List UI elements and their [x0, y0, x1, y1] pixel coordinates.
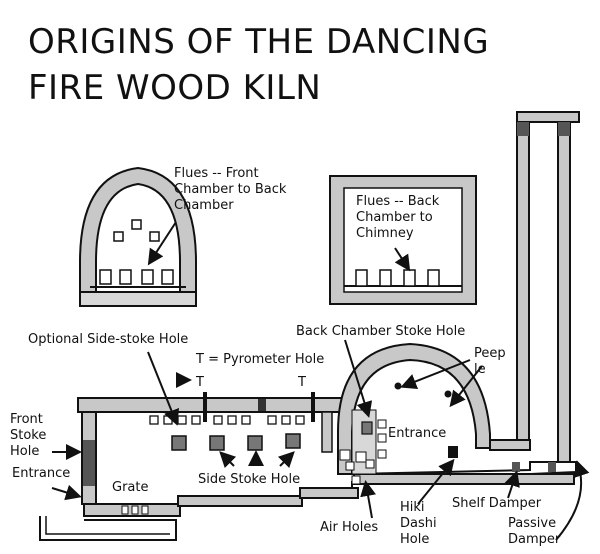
side-stoke-hole-1	[209, 435, 225, 451]
label-flues-back: Flues -- Back Chamber to Chimney	[356, 194, 440, 241]
peep-hole-1	[394, 382, 402, 390]
label-optional-side-stoke: Optional Side-stoke Hole	[28, 332, 189, 347]
back-chamber-section	[329, 175, 477, 305]
label-hiki-dashi: Hiki Dashi Hole	[400, 500, 437, 547]
label-entrance-right: Entrance	[388, 426, 447, 441]
chimney	[516, 111, 580, 463]
side-stoke-hole-2	[247, 435, 263, 451]
hiki-dashi-hole	[448, 446, 458, 458]
side-stoke-hole-3	[285, 433, 301, 449]
title-line-1: ORIGINS OF THE DANCING	[28, 22, 490, 62]
peep-hole-2	[444, 390, 452, 398]
t-mark-1: T	[195, 375, 204, 390]
label-grate: Grate	[112, 480, 149, 495]
back-chamber-stoke-hole	[361, 421, 373, 435]
label-passive-damper: Passive Damper	[508, 516, 561, 547]
label-air-holes: Air Holes	[320, 520, 379, 535]
label-front-stoke: Front Stoke Hole	[10, 412, 47, 459]
label-entrance-left: Entrance	[12, 466, 71, 481]
optional-side-stoke-hole	[171, 435, 187, 451]
kiln-long-section	[39, 342, 577, 541]
callout-arrows	[51, 221, 590, 541]
t-mark-2: T	[297, 375, 306, 390]
title-line-2: FIRE WOOD KILN	[28, 68, 322, 108]
pyrometer-hole-1	[203, 392, 207, 422]
label-back-chamber-stoke: Back Chamber Stoke Hole	[296, 324, 466, 339]
label-shelf-damper: Shelf Damper	[452, 496, 542, 511]
label-peep: Peep le	[474, 346, 506, 377]
label-flues-front: Flues -- Front Chamber to Back Chamber	[174, 166, 287, 213]
label-side-stoke: Side Stoke Hole	[198, 472, 301, 487]
pyrometer-hole-2	[311, 392, 315, 422]
front-chamber-section	[79, 166, 197, 307]
label-pyrometer: T = Pyrometer Hole	[196, 352, 325, 367]
